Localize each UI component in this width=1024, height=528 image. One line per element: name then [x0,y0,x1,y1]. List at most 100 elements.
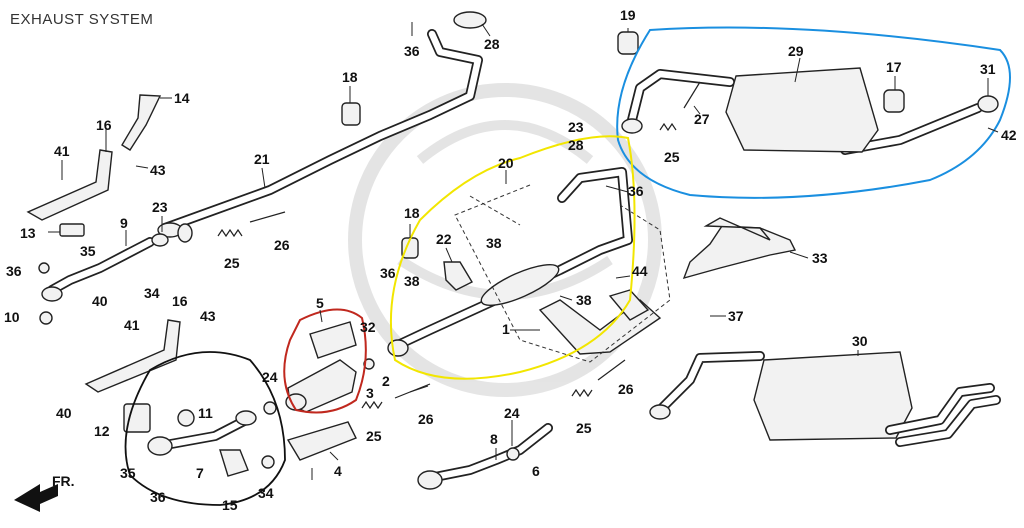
callout-41: 41 [54,143,70,159]
gasket-34-lower [261,455,275,469]
heat-shield-33-rear [703,217,771,241]
callout-16: 16 [172,293,188,309]
stay-16-upper [26,149,113,221]
bolt-27 [683,81,701,109]
svg-text:FR.: FR. [52,473,75,489]
callout-35: 35 [80,243,96,259]
callout-6: 6 [532,463,540,479]
stay-16-lower [84,319,181,393]
callout-17: 17 [886,59,902,75]
callout-4: 4 [334,463,342,479]
yellow-highlight-circle [389,135,636,380]
callout-25: 25 [576,420,592,436]
callout-36: 36 [380,265,396,281]
callout-19: 19 [620,7,636,23]
callout-43: 43 [200,308,216,324]
callout-28: 28 [484,36,500,52]
callout-22: 22 [436,231,452,247]
callout-11: 11 [198,405,213,421]
callout-8: 8 [490,431,498,447]
callout-24: 24 [504,405,520,421]
callout-30: 30 [852,333,868,349]
callout-20: 20 [498,155,514,171]
callout-16: 16 [96,117,112,133]
callout-9: 9 [120,215,128,231]
callout-31: 31 [980,61,996,77]
callout-12: 12 [94,423,110,439]
callout-23: 23 [152,199,168,215]
callout-36: 36 [628,183,644,199]
callout-18: 18 [404,205,420,221]
exhaust-pipe-7 [147,410,257,456]
bracket-15 [219,449,249,477]
gasket-11 [177,409,195,427]
callout-25: 25 [224,255,240,271]
callout-43: 43 [150,162,166,178]
callout-7: 7 [196,465,204,481]
gasket-24-lower [506,447,520,461]
callout-24: 24 [262,369,278,385]
black-highlight-circle [124,351,286,506]
callout-leaders [48,22,999,480]
gasket-13 [59,223,85,237]
callout-33: 33 [812,250,828,266]
spring-25-mid [361,400,383,410]
heat-shield-4 [286,421,357,461]
muffler-29 [621,67,999,155]
nut-36-left [38,262,50,274]
gasket-32 [363,358,375,370]
watermark-logo [348,83,662,397]
blue-highlight-circle [616,26,1011,199]
heat-shield-33 [682,225,797,280]
callout-26: 26 [418,411,434,427]
bolt-26-right [597,359,626,381]
hanger-22 [443,261,473,291]
assembly-guide-lines [454,184,671,363]
callout-labels: 19 36 28 29 17 31 18 14 27 42 16 41 43 2… [4,7,1017,513]
callout-28: 28 [568,137,584,153]
callout-37: 37 [728,308,744,324]
diagram-title: EXHAUST SYSTEM [10,11,153,28]
front-direction-arrow: FR. [14,473,75,512]
callout-38: 38 [404,273,420,289]
callout-40: 40 [92,293,108,309]
heat-shield-5 [309,321,357,359]
gasket-24-left [263,401,277,415]
callout-13: 13 [20,225,36,241]
callout-38: 38 [486,235,502,251]
callout-23: 23 [568,119,584,135]
callout-10: 10 [4,309,20,325]
callout-26: 26 [274,237,290,253]
callout-38: 38 [576,292,592,308]
spring-25-low [571,388,593,398]
callout-34: 34 [258,485,274,501]
exhaust-pipe-8 [417,423,553,490]
callout-36: 36 [6,263,22,279]
bracket-14 [121,94,162,151]
callout-44: 44 [632,263,648,279]
callout-15: 15 [222,497,238,513]
callout-40: 40 [56,405,72,421]
callout-27: 27 [694,111,710,127]
callout-42: 42 [1001,127,1017,143]
callout-32: 32 [360,319,376,335]
upper-center-pipe [157,11,487,243]
rubber-hanger-17 [883,89,905,113]
callout-25: 25 [664,149,680,165]
washer-10 [39,311,53,325]
rubber-hanger-18-top [341,102,361,126]
front-pipe-9 [41,233,169,302]
red-highlight-circle [283,308,367,414]
callout-36: 36 [404,43,420,59]
callout-18: 18 [342,69,358,85]
bolt-26-upper [249,211,286,223]
callout-3: 3 [366,385,374,401]
rubber-hanger-19 [617,31,639,55]
catalytic-converter-3 [285,359,357,413]
callout-34: 34 [144,285,160,301]
callout-2: 2 [382,373,390,389]
callout-29: 29 [788,43,804,59]
callout-26: 26 [618,381,634,397]
callout-1: 1 [502,321,510,337]
